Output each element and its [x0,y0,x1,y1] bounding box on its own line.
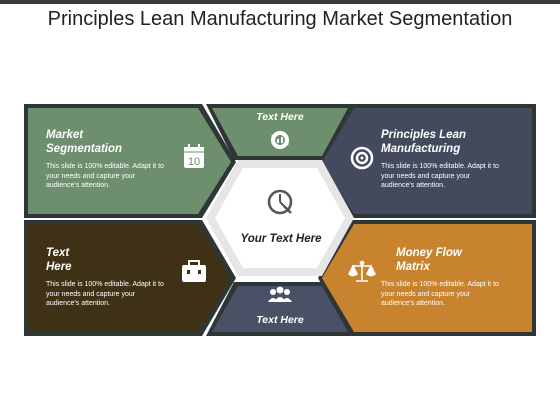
panel-heading: Principles Lean Manufacturing [381,129,467,155]
panel-body: This slide is 100% editable. Adapt it to… [46,163,164,189]
panel-principles-lean-text: Principles Lean Manufacturing This slide… [381,128,511,191]
calendar-icon-number: 10 [188,156,200,168]
top-small-heading: Text Here [256,111,304,123]
panel-money-flow [322,224,532,332]
panel-market-segmentation [28,108,231,214]
panel-heading: Money Flow Matrix [396,247,462,273]
briefcase-icon [182,260,206,282]
people-group-icon [268,286,292,302]
panel-heading: Market Segmentation [46,129,123,155]
scales-icon [347,260,377,282]
panel-body: This slide is 100% editable. Adapt it to… [381,281,499,307]
panel-text-here [28,224,231,332]
bottom-small-panel [212,286,348,332]
bottom-small-heading: Text Here [256,314,304,326]
center-hexagon [215,168,345,268]
refresh-cycle-icon [271,131,289,149]
panel-money-flow-text: Money Flow Matrix This slide is 100% edi… [381,246,511,309]
clock-icon [267,189,293,215]
panel-market-segmentation-text: Market Segmentation This slide is 100% e… [46,128,181,191]
target-icon [350,146,374,170]
panel-body: This slide is 100% editable. Adapt it to… [46,281,164,307]
panel-principles-lean [322,108,532,214]
center-label: Your Text Here [240,233,322,245]
panel-body: This slide is 100% editable. Adapt it to… [381,163,499,189]
slide-title: Principles Lean Manufacturing Market Seg… [47,8,513,30]
panel-text-here-text: Text Here This slide is 100% editable. A… [46,246,181,309]
top-accent-bar [0,0,560,4]
calendar-icon: 10 [184,144,204,168]
panel-heading: Text Here [46,247,72,273]
